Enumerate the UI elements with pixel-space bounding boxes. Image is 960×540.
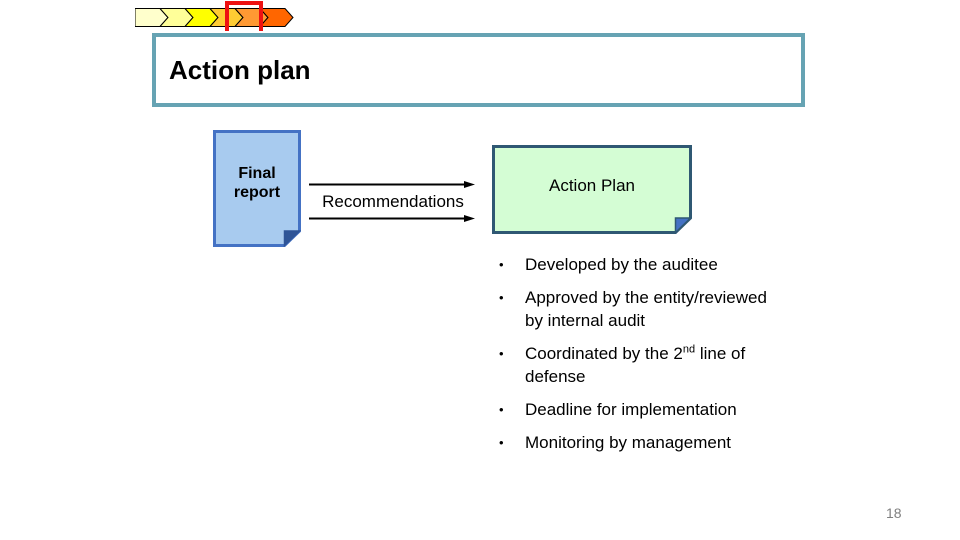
- list-item: • Deadline for implementation: [497, 398, 817, 421]
- bullet-icon: •: [499, 435, 504, 450]
- folded-page-icon: [213, 130, 302, 248]
- final-report-label-line2: report: [233, 184, 281, 201]
- bullet-icon: •: [499, 346, 504, 361]
- bullet-text: Monitoring by management: [525, 431, 731, 454]
- list-item: • Developed by the auditee: [497, 253, 817, 276]
- bullet-line: Monitoring by management: [525, 433, 732, 452]
- bullet-icon: •: [499, 290, 504, 305]
- bullet-line: defense: [525, 367, 586, 386]
- bullet-text: Developed by the auditee: [525, 253, 718, 276]
- bullet-line: Approved by the entity/reviewed: [525, 288, 767, 307]
- process-chevrons-icon: [135, 8, 294, 27]
- final-report-label: Final report: [213, 130, 301, 247]
- list-item: • Approved by the entity/reviewed by int…: [497, 286, 817, 332]
- page-number: 18: [886, 505, 902, 521]
- final-report-label-line1: Final: [238, 165, 276, 182]
- recommendations-arrows-icon: [309, 181, 475, 222]
- bullet-text: Approved by the entity/reviewed by inter…: [525, 286, 767, 332]
- bullet-list: • Developed by the auditee • Approved by…: [497, 253, 817, 464]
- bullet-line: Deadline for implementation: [525, 400, 737, 419]
- action-plan-shape: Action Plan: [492, 145, 693, 235]
- folded-page-icon: [492, 145, 693, 235]
- action-plan-label-text: Action Plan: [549, 176, 635, 195]
- bullet-line: Developed by the auditee: [525, 255, 718, 274]
- bullet-text: Coordinated by the 2nd line of defense: [525, 342, 745, 388]
- bullet-icon: •: [499, 402, 504, 417]
- list-item: • Monitoring by management: [497, 431, 817, 454]
- chevron-highlight-box: [225, 1, 263, 31]
- final-report-shape: Final report: [213, 130, 302, 248]
- bullet-line: by internal audit: [525, 311, 646, 330]
- bullet-text: Deadline for implementation: [525, 398, 737, 421]
- recommendations-label: Recommendations: [322, 192, 464, 211]
- bullet-icon: •: [499, 257, 504, 272]
- list-item: • Coordinated by the 2nd line of defense: [497, 342, 817, 388]
- action-plan-label: Action Plan: [492, 145, 692, 234]
- slide-title: Action plan: [169, 54, 311, 85]
- slide-title-box: Action plan: [152, 33, 805, 107]
- bullet-line: Coordinated by the 2nd line of: [525, 343, 746, 363]
